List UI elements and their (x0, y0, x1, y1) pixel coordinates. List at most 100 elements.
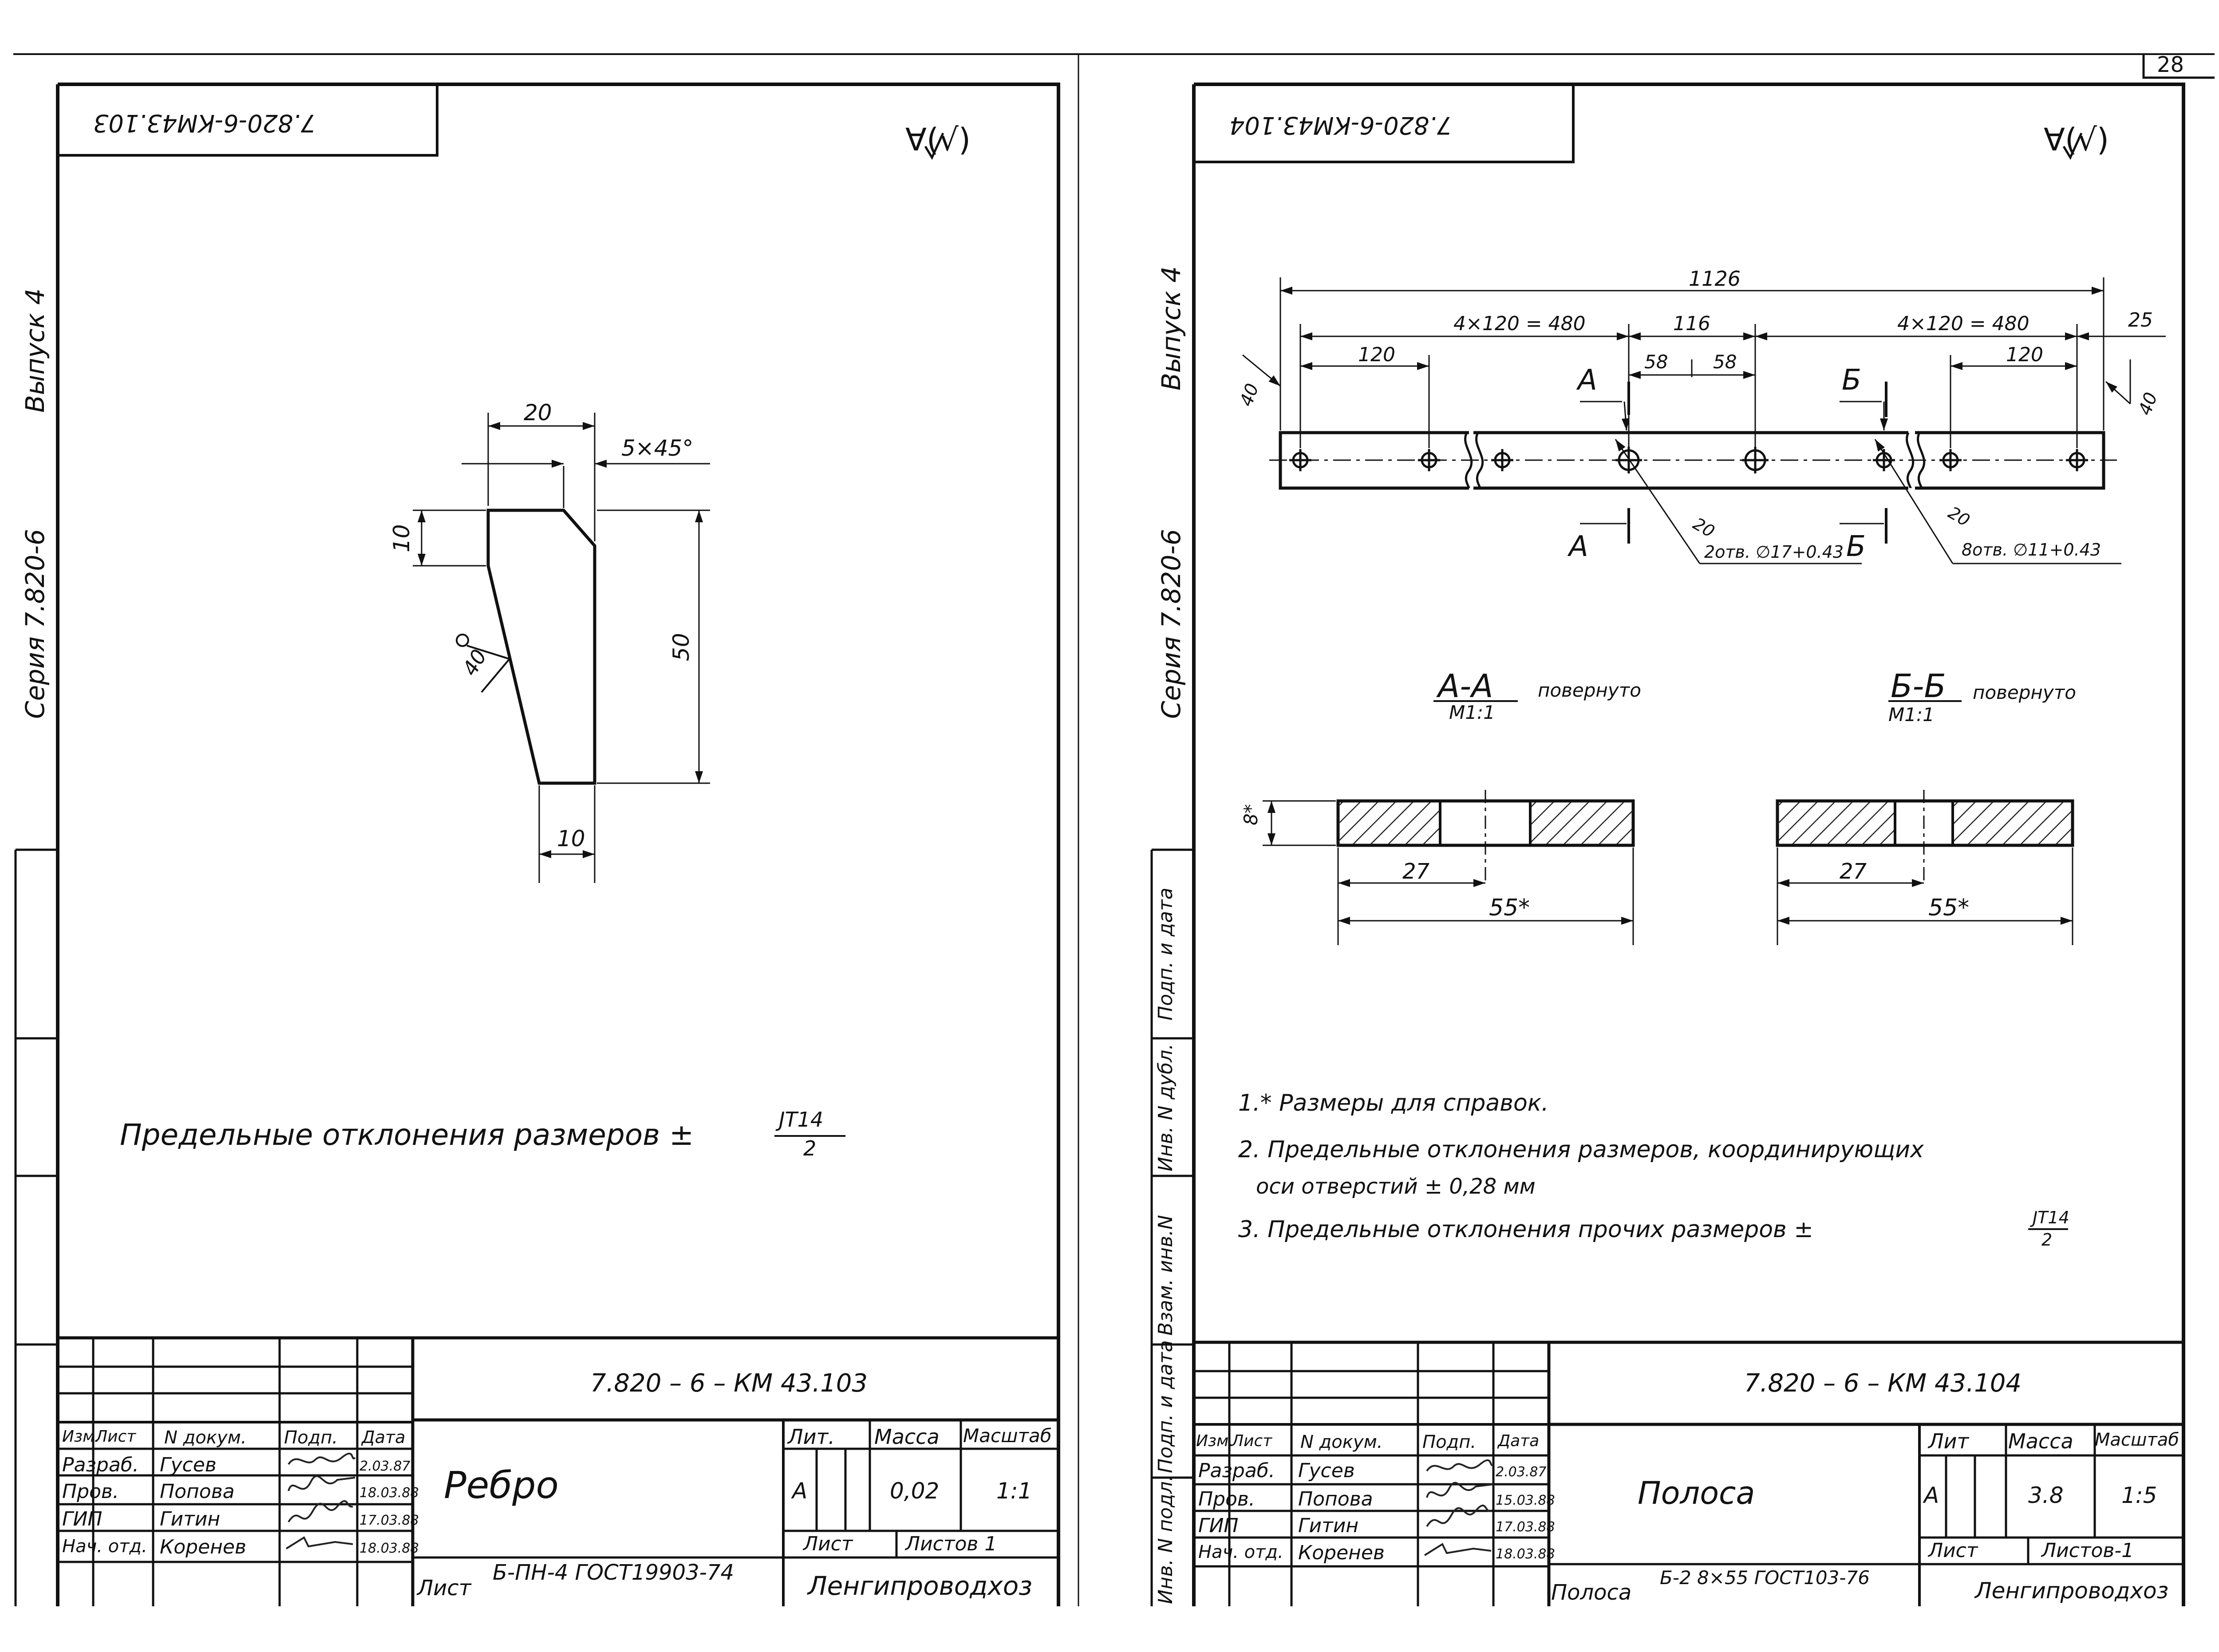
left-tb-date: 17.03.88 (359, 1513, 419, 1528)
right-tb-h-izm: Изм. (1196, 1432, 1234, 1450)
left-tb-date: 18.03.88 (359, 1541, 419, 1556)
left-tb-name: Ребро (444, 1463, 559, 1507)
note-3: 3. Предельные отклонения прочих размеров… (1238, 1216, 1813, 1243)
right-tb-person: Гусев (1298, 1459, 1355, 1482)
note-1: 1.* Размеры для справок. (1238, 1090, 1549, 1116)
left-tb-h-doc: N докум. (164, 1427, 247, 1448)
right-tb-lit: А (1924, 1482, 1939, 1508)
section-b-scale: М1:1 (1888, 704, 1935, 725)
note-3-frac-num: JT14 (2033, 1208, 2069, 1227)
right-tb-h-date: Дата (1498, 1432, 1540, 1450)
left-tolerance-den: 2 (803, 1136, 817, 1160)
right-tb-scale-header: Масштаб (2095, 1430, 2180, 1450)
right-tb-role: Разраб. (1198, 1459, 1275, 1482)
section-a-half: 27 (1402, 859, 1430, 884)
section-mark-a-bottom: А (1569, 530, 1588, 563)
right-tb-h-list: Лист (1232, 1432, 1272, 1450)
section-a-scale: М1:1 (1449, 702, 1495, 723)
left-tb-material: Б-ПН-4 ГОСТ19903-74 (493, 1560, 734, 1585)
left-tolerance-note: Предельные отклонения размеров ± (120, 1118, 694, 1152)
section-b-width: 55* (1928, 895, 1970, 921)
right-tb-h-doc: N докум. (1300, 1432, 1383, 1452)
right-tb-h-sign: Подп. (1422, 1432, 1477, 1452)
left-tb-role: Нач. отд. (62, 1536, 147, 1557)
left-dim-chamfer: 5×45° (621, 435, 694, 461)
dim-total: 1126 (1689, 267, 1741, 291)
holes-label-1: 2отв. ∅17+0.43 (1704, 542, 1844, 562)
section-mark-b-top: Б (1842, 364, 1861, 397)
page-number: 28 (2157, 52, 2184, 77)
left-tb-h-izm: Изм. (62, 1427, 100, 1446)
note-3-frac-den: 2 (2041, 1230, 2053, 1250)
section-a-label: А-А (1438, 667, 1493, 705)
left-tb-sheets-label: Листов 1 (905, 1533, 997, 1555)
dim-end: 25 (2128, 309, 2153, 331)
right-tb-material-prefix: Полоса (1551, 1580, 1632, 1605)
right-tb-date: 18.03.88 (1496, 1546, 1555, 1562)
dim-half1: 58 (1644, 351, 1668, 373)
left-tb-code: 7.820 – 6 – КМ 43.103 (590, 1369, 868, 1398)
left-tb-scale-header: Масштаб (963, 1425, 1052, 1447)
dim-right-pitch: 120 (2006, 343, 2043, 366)
left-tb-role: Разраб. (62, 1454, 139, 1476)
right-tb-date: 15.03.88 (1496, 1493, 1555, 1508)
note-2: 2. Предельные отклонения размеров, коорд… (1238, 1136, 1924, 1163)
left-tb-date: 18.03.88 (359, 1485, 419, 1501)
right-tb-person: Коренев (1298, 1542, 1385, 1564)
left-tb-mass: 0,02 (890, 1478, 940, 1504)
left-tb-lit: А (792, 1478, 808, 1504)
section-b-label: Б-Б (1891, 667, 1946, 705)
left-tb-lit-header: Лит. (788, 1425, 835, 1449)
right-tb-person: Гитин (1298, 1514, 1359, 1537)
left-finish-mark: ∀(√) (905, 122, 971, 158)
dim-half2: 58 (1713, 351, 1737, 373)
right-tb-date: 17.03.88 (1496, 1519, 1555, 1535)
left-dim-top: 20 (524, 400, 552, 426)
section-a-width: 55* (1489, 895, 1530, 921)
section-a-note: повернуто (1538, 679, 1641, 701)
dim-left-pitch: 120 (1358, 343, 1395, 366)
right-tb-material: Б-2 8×55 ГОСТ103-76 (1660, 1567, 1870, 1589)
right-tb-role: Нач. отд. (1198, 1542, 1283, 1562)
left-tb-h-list: Лист (95, 1427, 136, 1446)
right-tb-person: Попова (1298, 1488, 1373, 1510)
left-tolerance-num: JT14 (779, 1108, 824, 1132)
left-tb-person: Гусев (160, 1454, 217, 1476)
note-2-cont: оси отверстий ± 0,28 мм (1256, 1174, 1536, 1199)
left-tb-person: Попова (160, 1480, 235, 1503)
dim-mid: 116 (1673, 312, 1710, 335)
right-tb-scale: 1:5 (2121, 1482, 2157, 1508)
right-tb-date: 2.03.87 (1496, 1464, 1547, 1480)
right-tb-sheets-label: Листов-1 (2041, 1539, 2134, 1562)
left-dim-bottom: 10 (557, 826, 585, 852)
left-tb-role: ГИП (62, 1508, 103, 1530)
right-tb-role: ГИП (1198, 1514, 1239, 1537)
right-tb-role: Пров. (1198, 1488, 1255, 1510)
holes-label-2: 8отв. ∅11+0.43 (1962, 540, 2101, 560)
left-tb-scale: 1:1 (996, 1478, 1032, 1504)
left-tb-org: Ленгипроводхоз (808, 1571, 1033, 1601)
left-tb-h-sign: Подп. (284, 1427, 338, 1448)
section-b-half: 27 (1840, 859, 1867, 884)
left-tb-h-date: Дата (362, 1427, 406, 1447)
right-tb-code: 7.820 – 6 – КМ 43.104 (1744, 1369, 2022, 1398)
right-tb-org: Ленгипроводхоз (1975, 1578, 2169, 1604)
right-tb-lit-header: Лит (1928, 1429, 1969, 1453)
section-mark-a-top: А (1578, 364, 1597, 397)
dim-left-group: 4×120 = 480 (1453, 312, 1586, 335)
left-tb-date: 2.03.87 (359, 1459, 411, 1474)
left-tb-person: Гитин (160, 1508, 221, 1530)
right-tb-mass-header: Масса (2008, 1429, 2073, 1453)
right-tb-mass: 3.8 (2028, 1482, 2064, 1508)
left-tb-material-prefix: Лист (417, 1576, 471, 1601)
right-tb-name: Полоса (1638, 1475, 1755, 1511)
right-finish-mark: ∀(√) (2044, 122, 2109, 158)
section-mark-b-bottom: Б (1846, 530, 1866, 563)
left-tb-mass-header: Масса (874, 1425, 940, 1449)
right-tb-sheet-label: Лист (1928, 1539, 1978, 1562)
section-b-note: повернуто (1973, 682, 2076, 703)
left-tb-sheet-label: Лист (803, 1533, 853, 1555)
dim-right-group: 4×120 = 480 (1897, 312, 2029, 335)
